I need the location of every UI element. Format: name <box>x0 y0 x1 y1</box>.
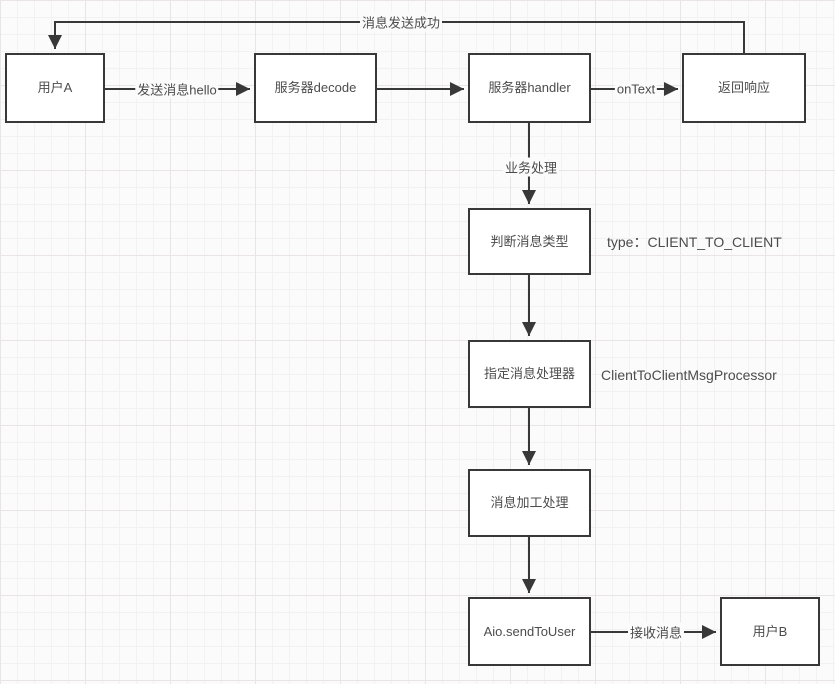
edge-label-business-process: 业务处理 <box>502 157 560 177</box>
node-server-handler-label: 服务器handler <box>488 80 571 96</box>
node-judge-msg-type-label: 判断消息类型 <box>490 233 569 249</box>
node-msg-process-label: 消息加工处理 <box>490 495 569 511</box>
node-server-decode[interactable]: 服务器decode <box>254 53 377 123</box>
node-user-b-label: 用户B <box>752 623 788 639</box>
node-user-a-label: 用户A <box>37 80 73 96</box>
node-server-decode-label: 服务器decode <box>274 80 357 96</box>
node-return-response-label: 返回响应 <box>717 80 770 96</box>
edge-label-send-success: 消息发送成功 <box>359 12 443 32</box>
node-msg-process[interactable]: 消息加工处理 <box>468 469 591 537</box>
node-aio-send-to-user-label: Aio.sendToUser <box>483 623 576 639</box>
node-return-response[interactable]: 返回响应 <box>682 53 806 123</box>
node-user-b[interactable]: 用户B <box>720 597 820 666</box>
edge-label-receive-msg: 接收消息 <box>627 622 685 642</box>
edge-label-send-hello: 发送消息hello <box>135 79 219 99</box>
annotation-processor-class: ClientToClientMsgProcessor <box>601 367 777 383</box>
node-user-a[interactable]: 用户A <box>5 53 105 123</box>
node-assign-processor-label: 指定消息处理器 <box>483 366 575 382</box>
node-assign-processor[interactable]: 指定消息处理器 <box>468 340 591 408</box>
annotation-msg-type: type：CLIENT_TO_CLIENT <box>607 234 782 250</box>
node-judge-msg-type[interactable]: 判断消息类型 <box>468 208 591 275</box>
node-server-handler[interactable]: 服务器handler <box>468 53 591 123</box>
edge-label-on-text: onText <box>614 81 658 97</box>
node-aio-send-to-user[interactable]: Aio.sendToUser <box>468 597 591 666</box>
